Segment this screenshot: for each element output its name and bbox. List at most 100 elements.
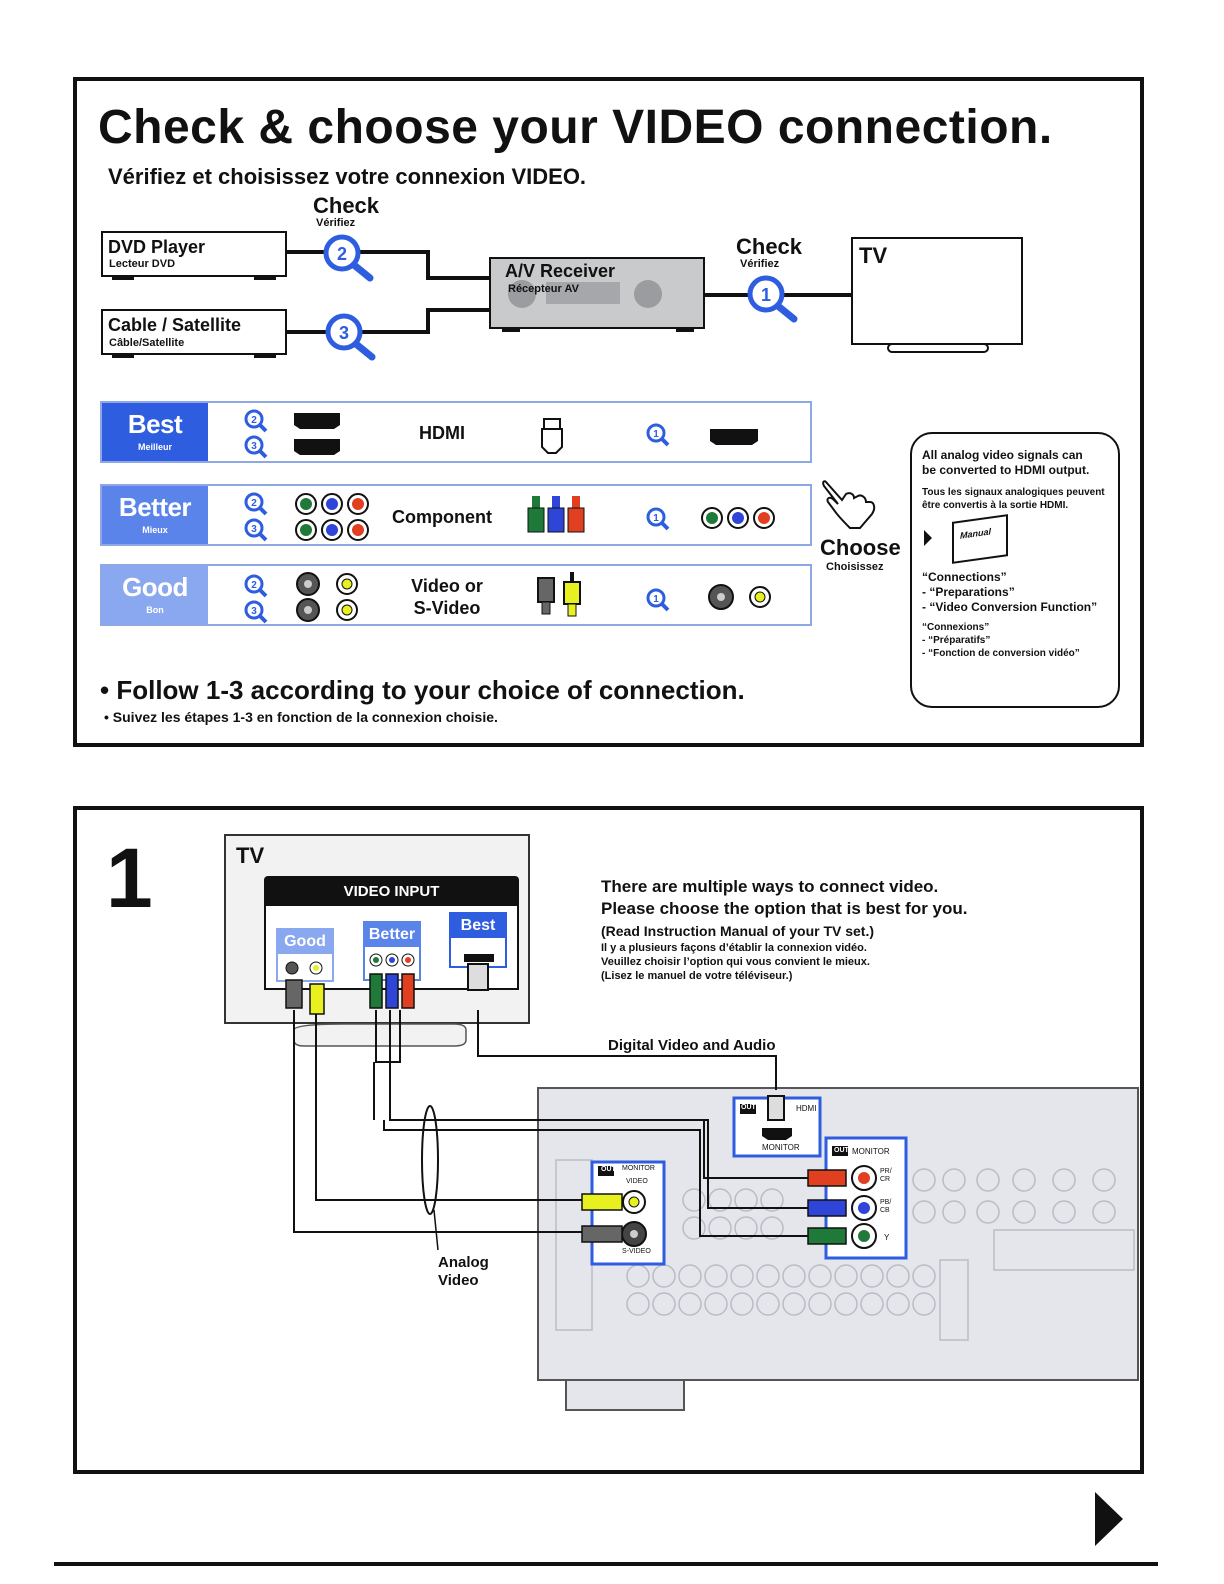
good-badge: Good Bon [102,566,208,624]
check-1-icon: 1 [747,275,798,323]
video-monitor-label: MONITOR [622,1165,655,1172]
tv-good-label: Good [278,930,332,954]
step-3-number: 3 [339,323,349,343]
manual-icon: Manual [952,514,1008,564]
tv-best-label: Best [451,914,505,938]
follow-instruction: • Follow 1-3 according to your choice of… [100,675,745,705]
hdmi-port-icons [294,413,340,455]
note-refs-fr: “Connexions” - “Préparatifs” - “Fonction… [922,621,1108,660]
arrow-right-icon [924,530,932,546]
choose-label-fr: Choisissez [826,561,884,573]
check-label-tv-fr: Vérifiez [740,258,780,270]
note-ref-fr-1: “Connexions” [922,622,990,633]
dvd-player-label: DVD Player [108,237,206,257]
svg-text:3: 3 [251,441,257,452]
check-2-icon: 2 [323,234,374,282]
note-ref-en-2: - “Preparations” [922,585,1015,599]
dvd-player-box [101,231,287,280]
svideo-composite-plugs-icon [537,572,581,617]
intro-en-line2: Please choose the option that is best fo… [601,899,968,918]
cable-label-fr: Câble/Satellite [109,337,185,349]
best-row: Best Meilleur HDMI [100,401,812,463]
hdmi-plug-icon [541,418,563,454]
analog-label-line1: Analog [438,1254,489,1271]
step-2-number: 2 [337,244,347,264]
av-receiver-box [489,257,705,332]
component-plugs-icon [527,496,585,533]
svg-text:2: 2 [251,415,257,426]
better-row: Better Mieux Component [100,484,812,546]
check-3-small-icon: 3 [244,435,268,459]
check-1-small-icon: 1 [646,423,670,447]
step-1-number: 1 [761,285,771,305]
video-input-header: VIDEO INPUT [264,876,519,906]
cable-box [101,309,287,358]
component-tv-ports-icon [701,507,775,529]
best-badge: Best Meilleur [102,403,208,461]
tv-better-label: Better [365,923,419,947]
intro-en: There are multiple ways to connect video… [601,876,968,942]
receiver-label: A/V Receiver [505,261,616,281]
hdmi-monitor-label: MONITOR [762,1143,800,1152]
video-input-label: VIDEO INPUT [343,883,440,900]
tv-box [851,237,1023,353]
good-row-label: Video or S-Video [387,575,507,619]
check-3-icon: 3 [325,313,376,361]
component-monitor-label: MONITOR [852,1147,890,1156]
good-row-icons: 2 3 1 [244,572,771,624]
good-row: Good Bon Video or S-Video [100,564,812,626]
better-row-icons: 2 3 1 [244,492,775,542]
good-row-label-line2: S-Video [413,598,481,618]
pointing-hand-icon [822,480,876,529]
svg-text:2: 2 [251,580,257,591]
best-badge-label: Best [127,409,183,439]
hdmi-port-tv-icon [710,429,758,445]
good-badge-label: Good [122,572,188,602]
digital-video-audio-label: Digital Video and Audio [608,1037,776,1054]
svg-text:1: 1 [653,513,659,524]
next-page-arrow-icon[interactable] [1095,1492,1123,1546]
note-ref-fr-3: - “Fonction de conversion vidéo” [922,648,1080,659]
intro-fr-line1: Il y a plusieurs façons d’établir la con… [601,942,867,954]
svideo-composite-tv-ports-icon [708,584,771,610]
page-title: Check & choose your VIDEO connection. [98,101,1053,154]
cable-label: Cable / Satellite [108,315,242,335]
note-refs-en: “Connections” - “Preparations” - “Video … [922,570,1108,615]
receiver-label-fr: Récepteur AV [508,283,579,295]
better-badge-label: Better [118,492,192,522]
component-out-badge: OUT [834,1147,849,1154]
svg-text:1: 1 [653,594,659,605]
intro-fr-line2: Veuillez choisir l’option qui vous convi… [601,956,870,968]
intro-en-line3: (Read Instruction Manual of your TV set.… [601,923,875,939]
component-ports-icon [295,493,369,541]
follow-instruction-fr: • Suivez les étapes 1-3 en fonction de l… [104,709,498,725]
page-subtitle-fr: Vérifiez et choisissez votre connexion V… [108,164,587,189]
intro-fr-line3: (Lisez le manuel de votre téléviseur.) [601,970,793,982]
better-row-label: Component [392,507,492,527]
hdmi-out-badge: OUT [741,1104,756,1111]
good-badge-label-fr: Bon [146,605,164,615]
svg-text:1: 1 [653,429,659,440]
check-label-tv: Check [736,234,803,259]
component-y-label: Y [884,1233,890,1242]
good-row-label-line1: Video or [411,576,483,596]
video-out-badge: OUT [601,1166,616,1173]
analog-video-label: Analog Video [438,1254,489,1290]
note-ref-en-3: - “Video Conversion Function” [922,600,1098,614]
component-pr-label: PR/CR [880,1168,892,1183]
tv-rear-label: TV [236,843,265,868]
check-label-top-fr: Vérifiez [316,217,356,229]
tv-better-group: Better [363,921,421,981]
tv-good-group: Good [276,928,334,982]
intro-en-line1: There are multiple ways to connect video… [601,877,939,896]
choose-label: Choose [820,535,901,560]
note-text-en: All analog video signals can be converte… [922,448,1090,477]
svideo-composite-ports-icon [296,572,358,622]
step-number: 1 [106,831,153,925]
video-port-label: VIDEO [626,1178,648,1185]
best-row-icons: 2 3 1 [244,409,758,459]
step1-wiring-diagram [285,953,1139,1411]
svg-text:2: 2 [251,498,257,509]
connection-diagram: 2 3 1 [101,231,1023,361]
intro-fr: Il y a plusieurs façons d’établir la con… [601,941,870,983]
